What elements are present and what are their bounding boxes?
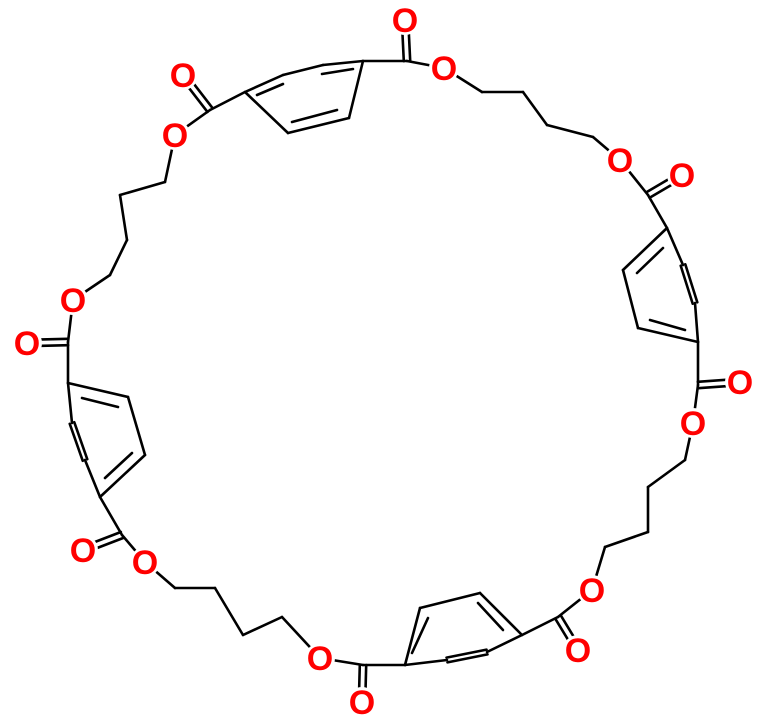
ring-bond [478,591,524,637]
oxygen-atom-label: O [565,632,591,670]
ring-bond [83,458,102,499]
oxygen-atom-label: O [392,2,418,40]
ring-bond [621,226,669,272]
atom-label-background [130,547,160,577]
oxygen-atom-label: O [579,572,605,610]
ring-inner-double-bond [255,82,285,97]
ring-double-bond [72,420,89,461]
atom-label-background [68,535,98,565]
ring-bond [347,59,365,120]
ring-bond [126,395,147,457]
oxygen-atom-label: O [727,364,753,402]
atom-label-background [58,285,88,315]
ring-bond [66,381,74,425]
atom-label-background [390,5,420,35]
ester-bond [98,495,124,537]
oxygen-atom-label: O [60,282,86,320]
ring-bond [281,63,325,77]
ring-double-bond [446,653,489,664]
ring-inner-double-bond [320,67,355,76]
butylene-chain-bond [213,586,245,637]
bonds-layer [25,18,742,704]
butylene-chain-bond [545,123,595,139]
ring-bond [636,326,700,344]
atom-label-background [563,635,593,665]
ring-inner-double-bond [410,616,430,655]
atom-label-background [678,408,708,438]
ester-bond [520,615,560,637]
oxygen-atom-label: O [132,544,158,582]
ester-bond [646,193,669,230]
oxygen-atom-label: O [307,640,333,678]
ring-bond [286,116,351,135]
butylene-chain-bond [646,458,687,489]
ring-inner-double-bond [103,451,134,480]
ring-bond [403,606,422,667]
ring-bond [321,59,365,67]
oxygen-atom-label: O [170,57,196,95]
ring-double-bond [679,264,695,306]
butylene-chain-bond [603,530,650,549]
atom-label-background [168,60,198,90]
ring-bond [98,453,147,499]
butylene-chain-bond [521,90,549,127]
oxygen-atom-label: O [349,684,375,722]
ring-inner-double-bond [290,108,339,124]
butylene-chain-bond [118,193,129,242]
atom-label-background [347,687,377,717]
ring-bond [665,226,685,267]
atom-label-background [605,145,635,175]
ester-bond [208,90,247,112]
oxygen-atom-label: O [162,117,188,155]
atom-label-background [160,120,190,150]
oxygen-atom-label: O [607,142,633,180]
ring-inner-double-bond [80,396,120,409]
ring-inner-double-bond [635,246,665,275]
oxygen-atom-label: O [431,50,457,88]
oxygen-atom-label: O [70,532,96,570]
ring-bond [693,301,700,344]
ring-double-bond [683,262,699,304]
ring-double-bond [445,648,488,659]
ring-inner-double-bond [476,601,505,632]
butylene-chain-bond [108,238,129,277]
atom-label-background [12,328,42,358]
atom-label-background [725,367,755,397]
atom-label-background [577,575,607,605]
oxygen-atom-label: O [669,157,695,195]
ring-bond [243,90,290,135]
atom-label-background [667,160,697,190]
ring-bond [418,591,482,610]
oxygen-atom-label: O [14,325,40,363]
atom-label-background [429,53,459,83]
butylene-chain-bond [118,180,167,197]
ring-bond [621,268,640,330]
ring-inner-double-bond [648,318,687,332]
ring-bond [485,633,524,654]
ring-double-bond [68,422,85,463]
atom-label-background [305,643,335,673]
ring-bond [66,381,130,399]
ring-bond [243,73,285,94]
ring-bond [403,658,449,667]
butylene-chain-bond [241,615,284,637]
oxygen-atom-label: O [680,405,706,443]
